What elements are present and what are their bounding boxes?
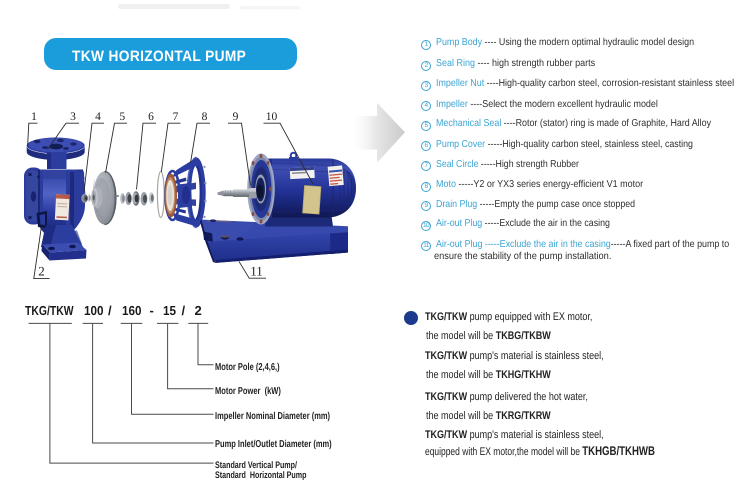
- svg-text:2: 2: [38, 264, 45, 279]
- svg-text:7: 7: [173, 111, 179, 123]
- svg-text:3: 3: [70, 111, 76, 123]
- svg-text:6: 6: [148, 111, 154, 123]
- svg-text:4: 4: [95, 111, 101, 123]
- svg-text:9: 9: [233, 111, 239, 123]
- svg-text:5: 5: [119, 111, 125, 123]
- svg-text:11: 11: [250, 264, 263, 279]
- svg-text:1: 1: [31, 111, 37, 123]
- svg-text:10: 10: [266, 111, 278, 123]
- svg-text:8: 8: [202, 111, 208, 123]
